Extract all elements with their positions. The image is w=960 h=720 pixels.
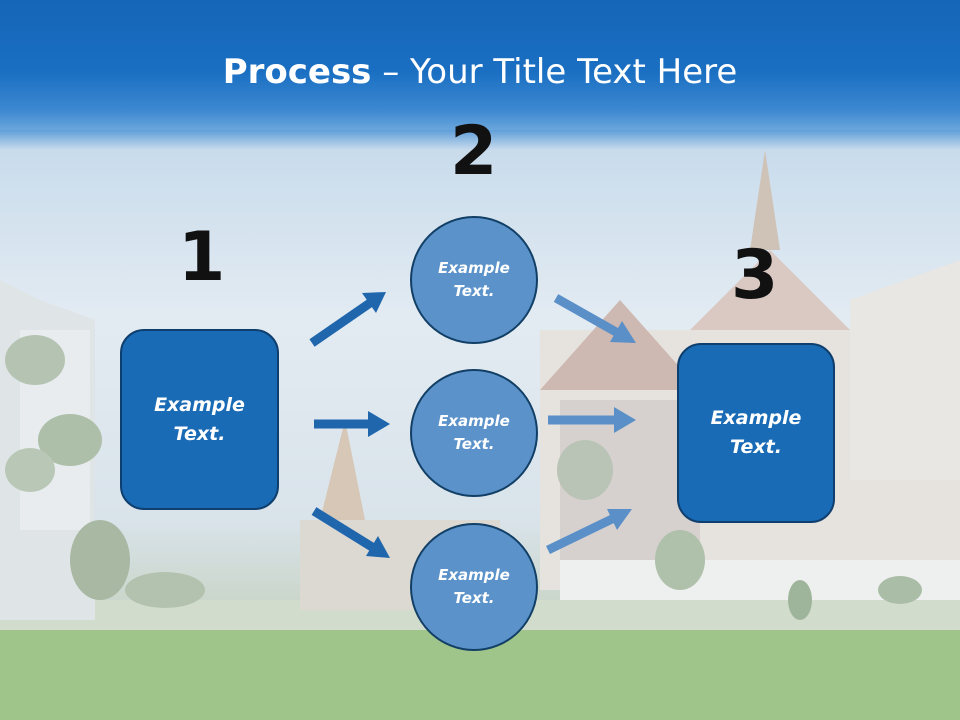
arrow-step1-to-bottom <box>311 507 390 558</box>
slide-title[interactable]: Process – Your Title Text Here <box>0 52 960 92</box>
step-2-circle-top[interactable]: Example Text. <box>410 216 538 344</box>
step-number-3: 3 <box>731 236 779 315</box>
step-2-circle-bottom[interactable]: Example Text. <box>410 523 538 651</box>
circle-top-text: Example Text. <box>438 259 510 300</box>
arrow-middle-to-step3 <box>548 407 636 433</box>
arrow-step1-to-top <box>309 292 386 347</box>
step-1-text: Example Text. <box>154 393 245 445</box>
step-3-box[interactable]: Example Text. <box>677 343 835 523</box>
arrow-step1-to-middle <box>314 411 390 437</box>
header-bar <box>0 0 960 130</box>
arrow-bottom-to-step3 <box>546 509 632 555</box>
title-bold: Process <box>222 52 372 92</box>
step-2-circle-middle[interactable]: Example Text. <box>410 369 538 497</box>
circle-middle-text: Example Text. <box>438 412 510 453</box>
step-number-1: 1 <box>178 218 226 297</box>
step-number-2: 2 <box>450 112 498 191</box>
step-1-box[interactable]: Example Text. <box>120 329 279 510</box>
step-3-text: Example Text. <box>710 407 802 458</box>
circle-bottom-text: Example Text. <box>438 566 510 607</box>
title-text: – Your Title Text Here <box>371 52 738 92</box>
arrow-top-to-step3 <box>553 294 636 343</box>
